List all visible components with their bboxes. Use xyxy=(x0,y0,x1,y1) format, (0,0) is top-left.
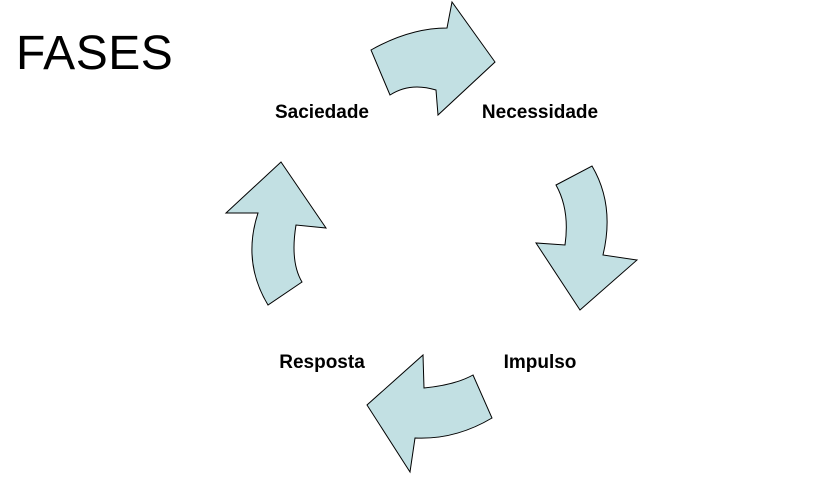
stage-label-necessidade: Necessidade xyxy=(482,102,598,123)
cycle-arrow-bottom-left-icon xyxy=(366,353,493,474)
stage-label-impulso: Impulso xyxy=(504,352,577,373)
cycle-arrow-top-right-icon xyxy=(370,0,496,117)
cycle-arrow-right-down-icon xyxy=(535,165,639,311)
stage-label-saciedade: Saciedade xyxy=(275,102,369,123)
page-title: FASES xyxy=(16,27,174,80)
stage-label-resposta: Resposta xyxy=(279,352,365,373)
cycle-arrow-left-up-icon xyxy=(224,161,328,306)
